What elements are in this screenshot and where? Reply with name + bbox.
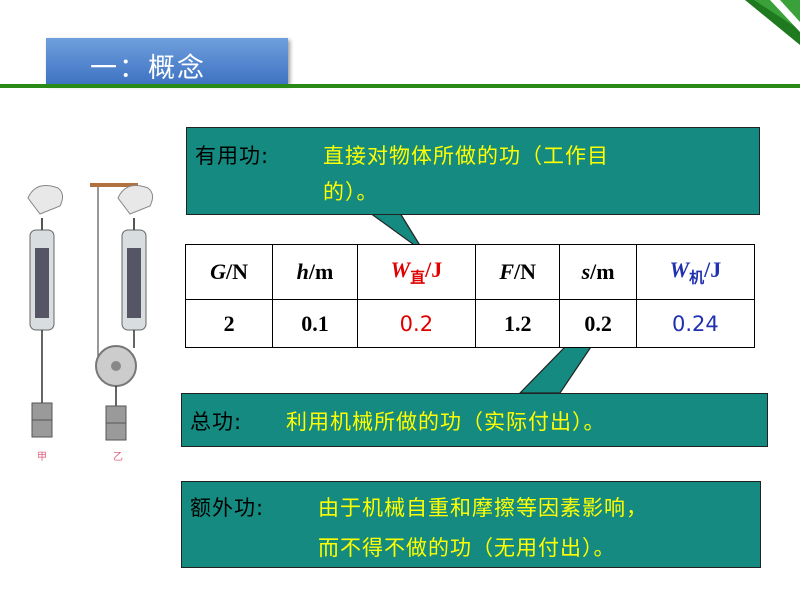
value-s: 0.2	[559, 299, 637, 348]
extra-work-definition-line2: 而不得不做的功（无用付出）。	[318, 536, 616, 560]
table-value-row: 2 0.1 0.2 1.2 0.2 0.24	[184, 299, 756, 348]
page-title: 一：概念	[90, 53, 206, 84]
value-f: 1.2	[474, 299, 561, 348]
spring-scale-illustration	[27, 183, 154, 441]
value-w-machine: 0.24	[635, 299, 756, 348]
figure-label-b: 乙	[113, 452, 123, 463]
header-g: G/N	[184, 243, 274, 301]
table-header-row: G/N h/m W直/J F/N s/m W机/J	[184, 243, 756, 301]
useful-work-definition-line2: 的）。	[323, 180, 379, 204]
corner-decoration	[745, 0, 800, 45]
value-g: 2	[184, 299, 274, 348]
header-w-direct: W直/J	[356, 243, 476, 301]
useful-work-term: 有用功:	[195, 144, 270, 168]
header-w-machine: W机/J	[635, 243, 756, 301]
useful-work-callout: 有用功: 直接对物体所做的功（工作目 的）。	[186, 127, 760, 215]
header-h: h/m	[272, 243, 358, 301]
work-data-table: G/N h/m W直/J F/N s/m W机/J 2 0.1 0.2 1.2 …	[184, 243, 756, 348]
title-divider	[0, 84, 800, 88]
header-s: s/m	[559, 243, 637, 301]
value-h: 0.1	[272, 299, 358, 348]
extra-work-term: 额外功:	[190, 496, 265, 520]
total-work-callout: 总功: 利用机械所做的功（实际付出）。	[181, 393, 768, 447]
useful-work-definition-line1: 直接对物体所做的功（工作目	[323, 144, 609, 168]
extra-work-definition-line1: 由于机械自重和摩擦等因素影响，	[318, 496, 648, 520]
total-work-term: 总功:	[190, 410, 243, 434]
header-f: F/N	[474, 243, 561, 301]
figure-label-a: 甲	[37, 452, 47, 463]
total-work-definition: 利用机械所做的功（实际付出）。	[286, 410, 606, 434]
value-w-direct: 0.2	[356, 299, 476, 348]
title-banner	[46, 38, 288, 84]
extra-work-callout: 额外功: 由于机械自重和摩擦等因素影响， 而不得不做的功（无用付出）。	[181, 481, 761, 568]
